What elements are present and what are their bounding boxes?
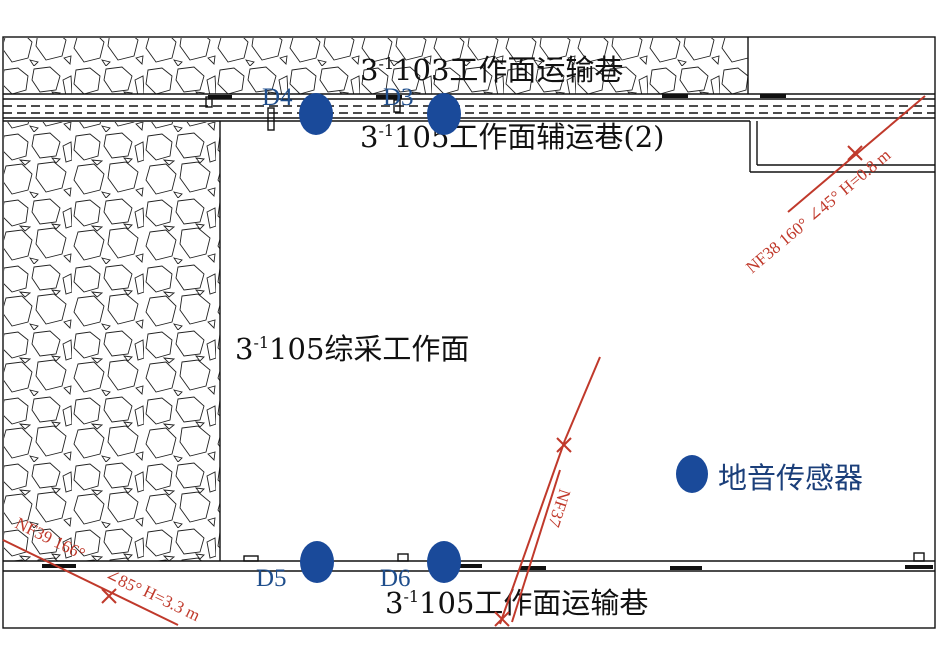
fault-nf39-height: H=3.3 m	[140, 582, 203, 626]
fault-nf38: NF38 160° ∠45° H=0.8 m	[742, 95, 926, 277]
sensor-d3-label: D3	[383, 84, 414, 111]
sensor-d5-marker	[300, 541, 334, 583]
sensor-d5-label: D5	[256, 565, 287, 592]
legend-sensor-label: 地音传感器	[718, 461, 863, 495]
survey-marks-bottom	[42, 564, 933, 570]
sensor-d3: D3	[383, 84, 461, 135]
auxiliary-roadway-label: 3-1105工作面辅运巷(2)	[360, 120, 664, 154]
sensor-d6-marker	[427, 541, 461, 583]
upper-gob-area	[4, 38, 748, 94]
map-frame	[2, 36, 936, 629]
bottom-roadway-label: 3-1105工作面运输巷	[385, 586, 648, 620]
sensor-d4: D4	[262, 84, 333, 135]
fault-nf39-dip: ∠85°	[102, 565, 145, 599]
sensor-d4-label: D4	[262, 84, 293, 111]
top-roadway-label: 3-1103工作面运输巷	[360, 53, 623, 87]
sensor-d6-label: D6	[380, 565, 411, 592]
left-gob-area	[4, 122, 220, 561]
sensor-d4-marker	[299, 93, 333, 135]
upper-roadways	[3, 93, 935, 173]
sensor-d5: D5	[256, 541, 334, 592]
sensor-d6: D6	[380, 541, 461, 592]
survey-marks-top	[208, 94, 786, 99]
legend-sensor-marker	[676, 455, 708, 493]
lower-roadway	[3, 552, 935, 572]
working-face-label: 3-1105综采工作面	[235, 332, 469, 366]
legend: 地音传感器	[676, 455, 863, 495]
sensor-d3-marker	[427, 93, 461, 135]
